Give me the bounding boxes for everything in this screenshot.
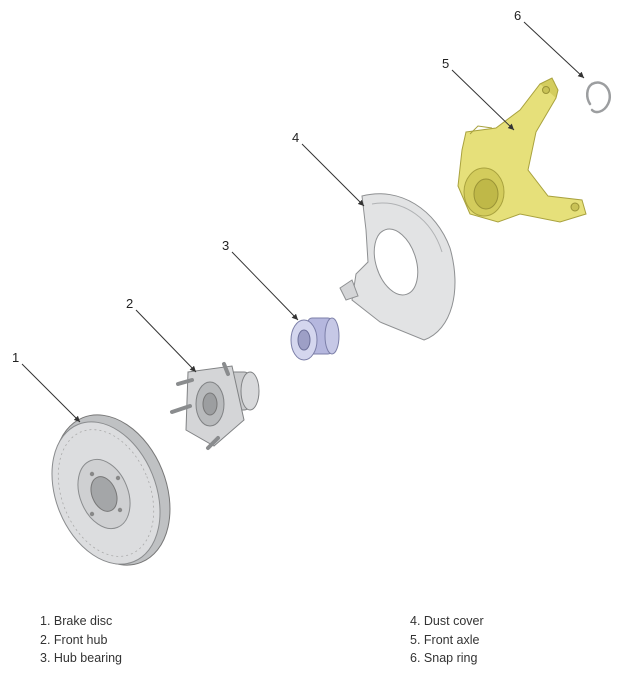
leader-line-5 — [451, 69, 515, 131]
leader-line-1 — [21, 363, 81, 423]
legend-label: Front axle — [423, 632, 480, 647]
callout-2: 2 — [126, 296, 133, 311]
front-axle-part — [457, 77, 587, 223]
legend-label: Dust cover — [423, 614, 484, 628]
callout-4: 4 — [292, 130, 299, 145]
legend-num: 2 — [40, 632, 47, 647]
leader-line-6 — [523, 21, 585, 79]
dust-cover-part — [339, 193, 456, 341]
snap-ring-part — [586, 81, 611, 114]
legend-item: 4. Dust cover — [410, 614, 484, 628]
exploded-parts-diagram: 1 2 3 4 5 6 — [12, 8, 611, 566]
callout-6: 6 — [514, 8, 521, 23]
legend-item: 1. Brake disc — [40, 614, 113, 628]
front-hub-part — [170, 362, 260, 450]
leader-line-4 — [301, 143, 365, 207]
legend-label: Snap ring — [423, 651, 478, 665]
legend-num: 6 — [410, 651, 417, 665]
legend-item: 2. Front hub — [40, 632, 108, 647]
callout-3: 3 — [222, 238, 229, 253]
legend-label: Hub bearing — [53, 651, 123, 665]
legend-item: 6. Snap ring — [410, 651, 478, 665]
legend-num: 1 — [40, 614, 47, 628]
legend-item: 3. Hub bearing — [40, 651, 123, 665]
hub-bearing-part — [290, 317, 340, 361]
parts-legend-right: 4. Dust cover 5. Front axle 6. Snap ring — [410, 612, 484, 668]
legend-label: Brake disc — [53, 614, 113, 628]
leader-lines — [21, 21, 585, 423]
legend-label: Front hub — [53, 632, 108, 647]
legend-item: 5. Front axle — [410, 632, 480, 647]
legend-num: 5 — [410, 632, 417, 647]
callout-5: 5 — [442, 56, 449, 71]
parts-legend-left: 1. Brake disc 2. Front hub 3. Hub bearin… — [40, 612, 122, 668]
callout-1: 1 — [12, 350, 19, 365]
leader-line-3 — [231, 251, 299, 321]
legend-num: 3 — [40, 651, 47, 665]
brake-disc-part — [51, 414, 171, 566]
leader-line-2 — [135, 309, 197, 373]
legend-num: 4 — [410, 614, 417, 628]
